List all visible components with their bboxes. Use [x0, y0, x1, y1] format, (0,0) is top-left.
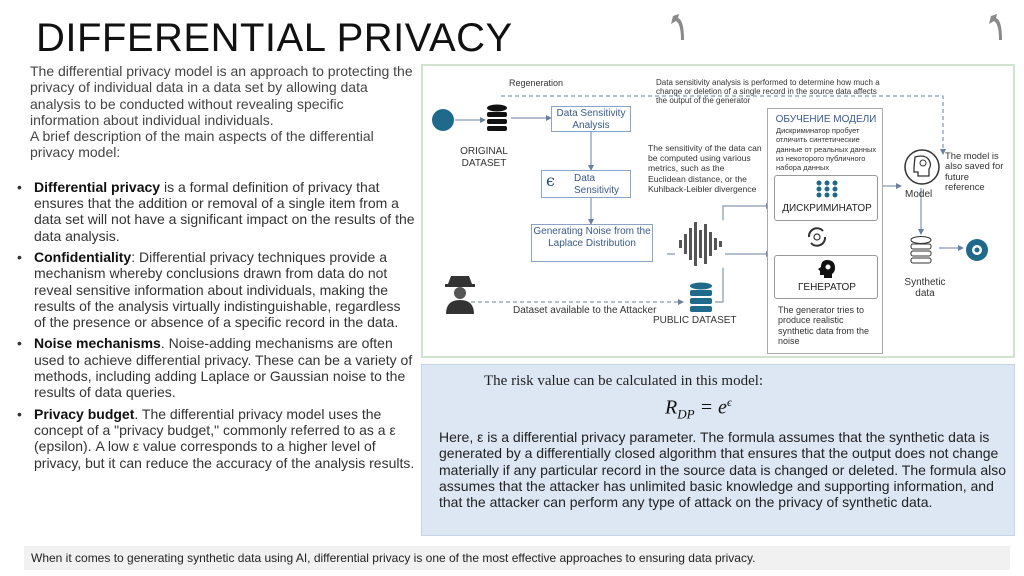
- intro-lead: A brief description of the main aspects …: [30, 128, 374, 161]
- epsilon-icon: ϵ: [546, 171, 555, 190]
- database-icon: [690, 282, 712, 312]
- database-icon: [910, 236, 932, 264]
- risk-formula: RDP = eϵ: [665, 395, 732, 422]
- bullet-term: Confidentiality: [34, 248, 132, 265]
- data-sensitivity-label: Data Sensitivity: [574, 173, 620, 196]
- bullet-term: Privacy budget: [34, 405, 135, 422]
- bullet-text: The differential privacy model uses the …: [34, 405, 415, 471]
- return-arrow-icon[interactable]: [670, 14, 686, 42]
- public-dataset-label: PUBLIC DATASET: [653, 315, 737, 326]
- return-arrow-icon[interactable]: [988, 14, 1004, 42]
- sensitivity-note: Data sensitivity analysis is performed t…: [656, 78, 880, 105]
- user-dot-icon: [432, 109, 454, 131]
- model-saved-note: The model is also saved for future refer…: [945, 150, 1004, 192]
- diagram-connectors: [455, 95, 964, 305]
- page-title: DIFFERENTIAL PRIVACY: [36, 16, 513, 60]
- list-item: •Noise mechanisms. Noise-adding mechanis…: [17, 335, 413, 401]
- discriminator-label: ДИСКРИМИНАТОР: [782, 203, 872, 214]
- target-icon: [966, 239, 988, 261]
- model-training-panel: ОБУЧЕНИЕ МОДЕЛИ Дискриминатор пробует от…: [767, 108, 883, 354]
- discriminator-box: ДИСКРИМИНАТОР: [774, 175, 878, 221]
- bullet-text: is a formal definition of privacy that e…: [34, 178, 415, 244]
- data-sensitivity-analysis-box: Data Sensitivity Analysis: [551, 106, 631, 132]
- discriminator-note: Дискриминатор пробует отличить синтетиче…: [776, 126, 877, 173]
- aspects-list: •Differential privacy is a formal defini…: [17, 178, 416, 471]
- attacker-dataset-label: Dataset available to the Attacker: [513, 305, 657, 316]
- generator-note: The generator tries to produce realistic…: [778, 305, 870, 347]
- cycle-icon: [807, 227, 827, 247]
- brain-head-icon: [904, 149, 940, 185]
- bullet-text: Noise-adding mechanisms are often used t…: [34, 335, 413, 401]
- brain-head-icon: [818, 260, 835, 278]
- generator-box: ГЕНЕРАТОР: [774, 255, 878, 299]
- privacy-diagram: Regeneration Data sensitivity analysis i…: [421, 64, 1015, 358]
- intro-paragraph: The differential privacy model is an app…: [30, 63, 413, 128]
- model-training-title: ОБУЧЕНИЕ МОДЕЛИ: [775, 114, 877, 125]
- data-sensitivity-box: ϵ Data Sensitivity: [541, 170, 631, 198]
- bullet-term: Differential privacy: [34, 178, 161, 195]
- risk-formula-panel: The risk value can be calculated in this…: [421, 364, 1015, 536]
- waveform-icon: [675, 220, 725, 268]
- formula-explanation: Here, ε is a differential privacy parame…: [439, 429, 1007, 511]
- synthetic-data-label: Synthetic data: [904, 277, 946, 299]
- database-icon: [487, 104, 507, 131]
- list-item: •Differential privacy is a formal defini…: [17, 178, 415, 244]
- bullet-term: Noise mechanisms: [34, 335, 161, 352]
- list-item: •Privacy budget. The differential privac…: [17, 405, 415, 471]
- description-column: The differential privacy model is an app…: [17, 63, 416, 476]
- generator-label: ГЕНЕРАТОР: [798, 282, 856, 293]
- list-item: •Confidentiality: Differential privacy t…: [17, 248, 401, 331]
- bullet-text: Differential privacy techniques provide …: [34, 248, 401, 331]
- original-dataset-label: ORIGINAL DATASET: [460, 146, 508, 169]
- neural-network-icon: [816, 180, 838, 198]
- model-label: Model: [905, 189, 933, 200]
- regeneration-label: Regeneration: [509, 78, 564, 88]
- footer-note: When it comes to generating synthetic da…: [24, 546, 1010, 570]
- generating-noise-box: Generating Noise from the Laplace Distri…: [531, 224, 653, 262]
- metrics-note: The sensitivity of the data can be compu…: [648, 143, 762, 194]
- spy-icon: [445, 276, 475, 314]
- risk-caption: The risk value can be calculated in this…: [484, 373, 764, 389]
